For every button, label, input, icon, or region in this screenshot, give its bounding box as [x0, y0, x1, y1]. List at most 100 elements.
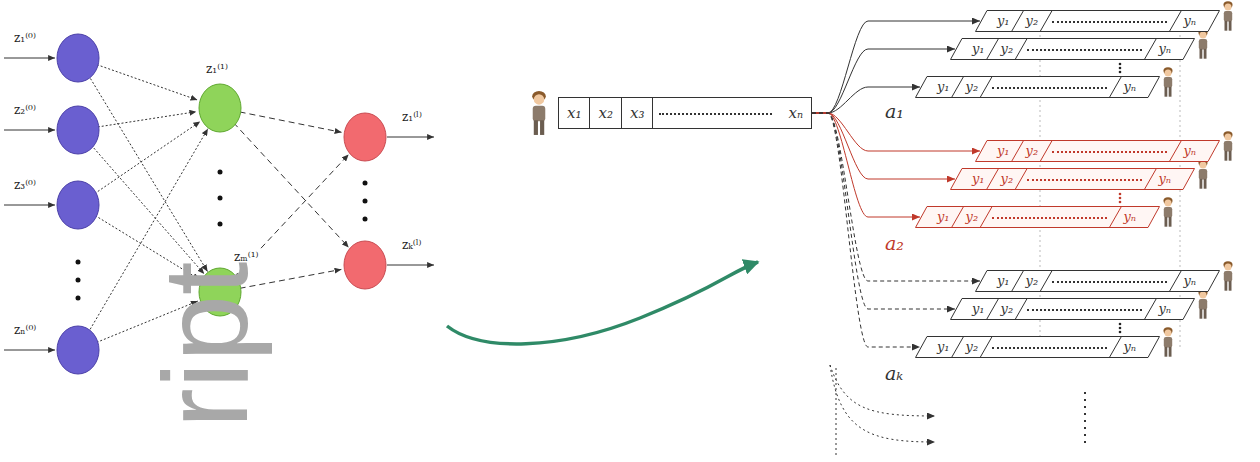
- input-label: z₁⁽⁰⁾: [14, 31, 36, 45]
- input-arrow: [4, 350, 55, 351]
- dot: [1119, 67, 1122, 70]
- cell-row: x₁x₂x₃xₙ: [559, 98, 811, 128]
- cell-text: xₙ: [780, 98, 811, 128]
- cell-divider: [952, 337, 964, 358]
- dotted-line: [1027, 49, 1142, 51]
- guide-line: [1040, 20, 1041, 350]
- watermark: ript: [145, 262, 265, 429]
- person-icon: [1198, 289, 1207, 318]
- cell-text: y₁: [964, 301, 993, 317]
- person-icon: [1223, 261, 1232, 290]
- cell-text: y₂: [993, 41, 1022, 57]
- cell-text: y₂: [993, 301, 1022, 317]
- row-shape: [976, 141, 1220, 162]
- person-icon: [532, 91, 546, 135]
- cell-text: y₂: [1018, 143, 1047, 159]
- cell-divider: [1169, 271, 1181, 292]
- cell-divider: [1015, 299, 1027, 320]
- cell-text: x₂: [590, 98, 621, 128]
- cell-text: y₁: [929, 209, 958, 225]
- row-shape: [951, 39, 1195, 60]
- output-row: y₁y₂yₙ: [975, 140, 1220, 162]
- input-neuron: [57, 326, 99, 374]
- hidden-neuron: [199, 84, 241, 132]
- fan-arrow: [812, 113, 920, 217]
- dot: [76, 260, 81, 265]
- cell-divider: [980, 77, 992, 98]
- ellipsis-dots: [653, 98, 780, 128]
- cell-text: yₙ: [1150, 41, 1179, 57]
- cell-text: y₁: [989, 13, 1018, 29]
- cell-text: yₙ: [1115, 79, 1144, 95]
- row-shape: [916, 207, 1160, 228]
- cell-divider: [987, 39, 999, 60]
- cell-text: yₙ: [1115, 209, 1144, 225]
- ellipsis-dots: [76, 170, 368, 301]
- dot: [218, 170, 223, 175]
- cell-row: y₁y₂ yₙ: [950, 298, 1195, 320]
- dotted-arrow: [830, 365, 935, 442]
- row-outline: [915, 76, 1160, 98]
- dot: [363, 181, 368, 186]
- dotted-line: [1052, 21, 1167, 23]
- cell-text: yₙ: [1150, 301, 1179, 317]
- dot: [1119, 197, 1122, 200]
- row-outline: [915, 206, 1160, 228]
- person-icon: [1163, 327, 1172, 356]
- dotted-line: [1027, 309, 1142, 311]
- cell-divider: [1109, 337, 1121, 358]
- cell-row: y₁y₂yₙ: [975, 270, 1220, 292]
- stack-label: a₁: [885, 100, 904, 123]
- row-shape: [976, 11, 1220, 32]
- dotted-line: [992, 217, 1107, 219]
- cell-divider: [987, 299, 999, 320]
- cell-divider: [1012, 271, 1024, 292]
- stack-label: a₂: [885, 232, 904, 255]
- dot: [363, 199, 368, 204]
- stack-label: aₖ: [885, 362, 903, 385]
- fan-arrow: [812, 113, 955, 309]
- input-arrow: [4, 130, 55, 131]
- row-shape: [976, 271, 1220, 292]
- dotted-line: [836, 368, 837, 456]
- dot: [1119, 63, 1122, 66]
- cell-divider: [1015, 39, 1027, 60]
- person-icon: [1163, 67, 1172, 96]
- output-row: y₁y₂yₙ: [950, 168, 1195, 190]
- dot: [1119, 193, 1122, 196]
- hidden-neurons: [199, 84, 241, 316]
- cell-divider: [1040, 141, 1052, 162]
- cell-text: yₙ: [1175, 273, 1204, 289]
- cell-divider: [1109, 77, 1121, 98]
- person-icon: [1223, 131, 1232, 160]
- cell-divider: [1012, 141, 1024, 162]
- output-row: y₁y₂ yₙ: [950, 38, 1195, 60]
- row-shape: [916, 77, 1160, 98]
- hidden-label: z₁⁽¹⁾: [206, 62, 228, 76]
- output-row: y₁y₂yₙ: [915, 336, 1160, 358]
- fan-arrow: [812, 87, 920, 113]
- hidden-label: zₘ⁽¹⁾: [232, 250, 260, 264]
- cell-text: y₂: [1018, 13, 1047, 29]
- input-vector: x₁x₂x₃xₙ: [558, 97, 812, 129]
- output-arrow: [387, 137, 434, 138]
- dotted-arrow: [830, 365, 935, 416]
- weight-line: [220, 108, 349, 247]
- input-arrow: [4, 58, 55, 59]
- dotted-line: [1027, 179, 1142, 181]
- cell-divider: [1012, 11, 1024, 32]
- cell-row: y₁y₂yₙ: [915, 336, 1160, 358]
- cell-text: y₂: [1018, 273, 1047, 289]
- cell-divider: [952, 77, 964, 98]
- dotted-line: [659, 113, 772, 115]
- input-label: zₙ⁽⁰⁾: [14, 323, 36, 337]
- input-neurons: [57, 34, 99, 374]
- cell-row: y₁y₂yₙ: [915, 206, 1160, 228]
- cell-text: y₁: [964, 41, 993, 57]
- cell-divider: [1169, 141, 1181, 162]
- dotted-line: [1052, 281, 1167, 283]
- person-icon: [1198, 159, 1207, 188]
